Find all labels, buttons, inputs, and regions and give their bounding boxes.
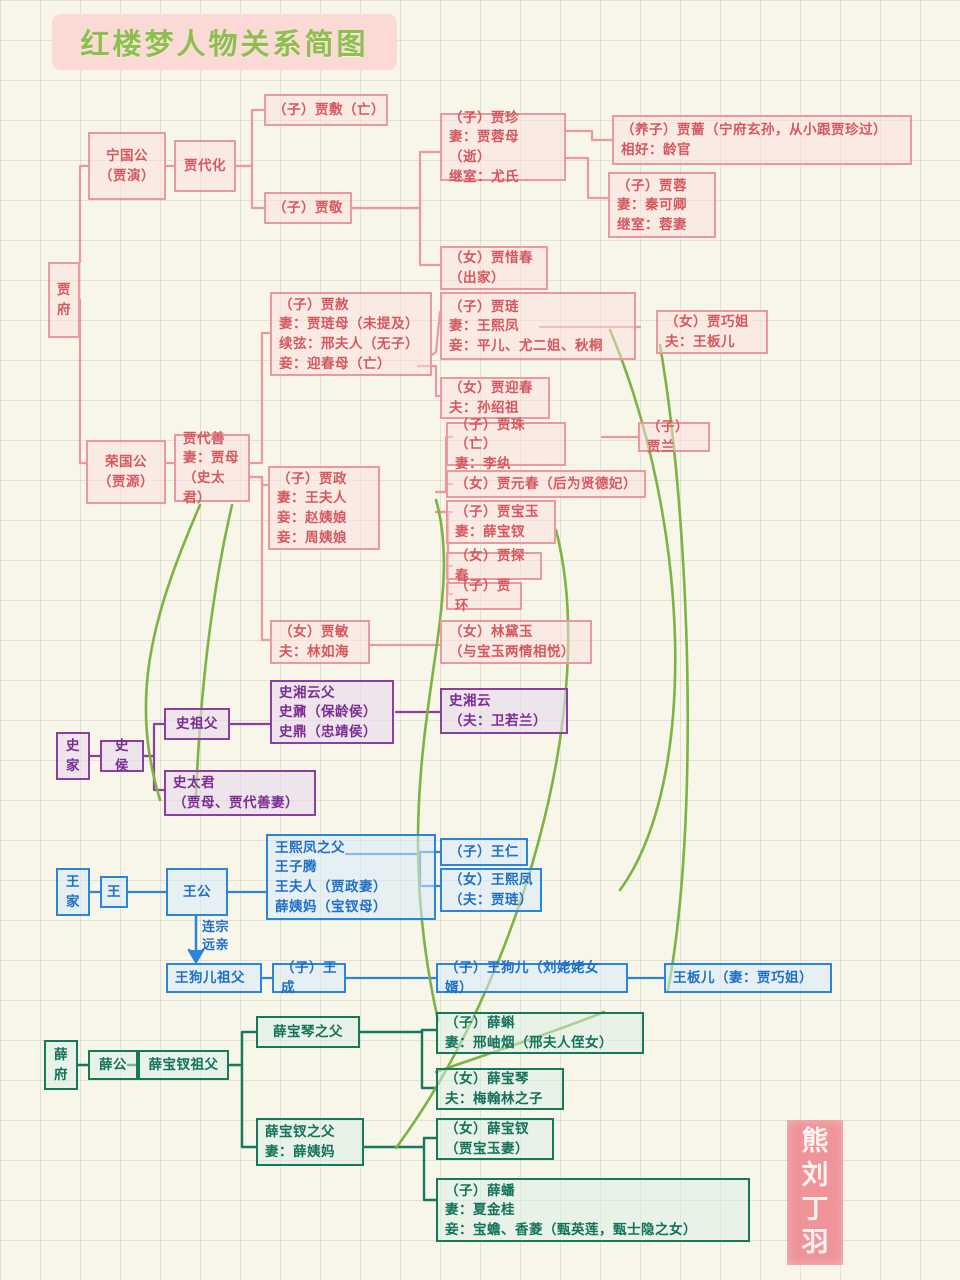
node-xueke[interactable]: （子）薛蝌 妻：邢岫烟（邢夫人侄女） bbox=[436, 1012, 644, 1054]
seal-char-3: 丁 bbox=[801, 1193, 829, 1224]
artist-seal: 熊 刘 丁 羽 bbox=[787, 1120, 843, 1265]
node-shixiangyun-father[interactable]: 史湘云父 史鼐（保龄侯） 史鼎（忠靖侯） bbox=[270, 680, 394, 744]
node-shizufu[interactable]: 史祖父 bbox=[164, 708, 230, 740]
node-xuebaoqin[interactable]: （女）薛宝琴 夫：梅翰林之子 bbox=[436, 1068, 564, 1110]
node-jiaqiaojie[interactable]: （女）贾巧姐 夫：王板儿 bbox=[656, 310, 768, 354]
page-title: 红楼梦人物关系简图 bbox=[52, 14, 397, 70]
node-jiadaishan[interactable]: 贾代善 妻：贾母 （史太君） bbox=[174, 431, 250, 505]
node-jiamin[interactable]: （女）贾敏 夫：林如海 bbox=[270, 620, 370, 664]
node-jiabaoyu[interactable]: （子）贾宝玉 妻：薛宝钗 bbox=[446, 500, 556, 544]
node-wangxifeng-father[interactable]: 王熙凤之父 王子腾 王夫人（贾政妻） 薛姨妈（宝钗母） bbox=[266, 834, 436, 920]
seal-char-2: 刘 bbox=[801, 1159, 829, 1190]
node-wanggong[interactable]: 王公 bbox=[166, 868, 228, 916]
node-jiazheng[interactable]: （子）贾政 妻：王夫人 妾：赵姨娘 妾：周姨娘 bbox=[268, 466, 380, 550]
node-jiaxichun[interactable]: （女）贾惜春 （出家） bbox=[440, 246, 548, 290]
node-wangcheng[interactable]: （子）王成 bbox=[272, 960, 346, 995]
node-jiahuan[interactable]: （子）贾环 bbox=[446, 578, 522, 613]
node-jiashe[interactable]: （子）贾赦 妻：贾琏母（未提及） 续弦：邢夫人（无子） 妾：迎春母（亡） bbox=[270, 292, 432, 376]
node-jiazhen[interactable]: （子）贾珍 妻：贾蓉母（逝） 继室：尤氏 bbox=[440, 110, 566, 184]
annotation-lianzong: 连宗 远亲 bbox=[202, 918, 230, 952]
node-shihou[interactable]: 史侯 bbox=[100, 738, 144, 773]
node-shijia[interactable]: 史 家 bbox=[56, 732, 90, 780]
node-lindaiyu[interactable]: （女）林黛玉 （与宝玉两情相悦） bbox=[440, 620, 592, 664]
node-jiarong[interactable]: （子）贾蓉 妻：秦可卿 继室：蓉妻 bbox=[608, 172, 716, 238]
node-wanggouer-grandfather[interactable]: 王狗儿祖父 bbox=[166, 963, 262, 993]
node-shixiangyun[interactable]: 史湘云 （夫：卫若兰） bbox=[440, 688, 568, 734]
node-jialan[interactable]: （子）贾兰 bbox=[638, 419, 710, 454]
node-jiaqiang[interactable]: （养子）贾蔷（宁府玄孙，从小跟贾珍过） 相好：龄官 bbox=[612, 115, 912, 165]
node-wanggouer[interactable]: （子）王狗儿（刘姥姥女婿） bbox=[436, 960, 628, 995]
node-xuebaochai-father[interactable]: 薛宝钗之父 妻：薛姨妈 bbox=[256, 1118, 364, 1166]
node-xuegong[interactable]: 薛公 bbox=[88, 1050, 138, 1080]
node-wangjia[interactable]: 王 家 bbox=[56, 868, 90, 916]
node-xuefu[interactable]: 薛 府 bbox=[44, 1040, 78, 1090]
node-wang[interactable]: 王 bbox=[100, 876, 128, 908]
node-jiayuanchun[interactable]: （女）贾元春（后为贤德妃） bbox=[446, 470, 646, 498]
node-jiayingchun[interactable]: （女）贾迎春 夫：孙绍祖 bbox=[440, 377, 550, 419]
node-wangren[interactable]: （子）王仁 bbox=[440, 838, 528, 866]
seal-char-4: 羽 bbox=[801, 1227, 829, 1258]
node-jiatanchun[interactable]: （女）贾探春 bbox=[446, 548, 542, 583]
node-xuebaochai-grandfather[interactable]: 薛宝钗祖父 bbox=[138, 1050, 229, 1080]
node-xuebaochai[interactable]: （女）薛宝钗 （贾宝玉妻） bbox=[436, 1118, 554, 1160]
node-xuebaoqin-father[interactable]: 薛宝琴之父 bbox=[256, 1016, 360, 1048]
node-jiajing[interactable]: （子）贾敬 bbox=[264, 192, 352, 224]
node-shitaijun[interactable]: 史太君 （贾母、贾代善妻） bbox=[164, 770, 316, 816]
node-jiafu[interactable]: 贾 府 bbox=[48, 262, 80, 338]
node-jialian[interactable]: （子）贾琏 妻：王熙凤 妾：平儿、尤二姐、秋桐 bbox=[440, 292, 636, 360]
node-jiadaihua[interactable]: 贾代化 bbox=[174, 140, 236, 192]
node-rongguogong[interactable]: 荣国公 （贾源） bbox=[86, 440, 166, 504]
node-jiafu-son[interactable]: （子）贾敷（亡） bbox=[264, 94, 388, 126]
node-jiazhu[interactable]: （子）贾珠（亡） 妻：李纨 bbox=[446, 417, 566, 471]
node-wangxifeng[interactable]: （女）王熙凤 （夫：贾琏） bbox=[440, 868, 542, 912]
node-xuepan[interactable]: （子）薛蟠 妻：夏金桂 妾：宝蟾、香菱（甄英莲，甄士隐之女） bbox=[436, 1178, 750, 1242]
seal-char-1: 熊 bbox=[801, 1126, 829, 1156]
node-ningguogong[interactable]: 宁国公 （贾演） bbox=[88, 132, 166, 200]
node-wangbaner[interactable]: 王板儿（妻：贾巧姐） bbox=[664, 963, 832, 993]
